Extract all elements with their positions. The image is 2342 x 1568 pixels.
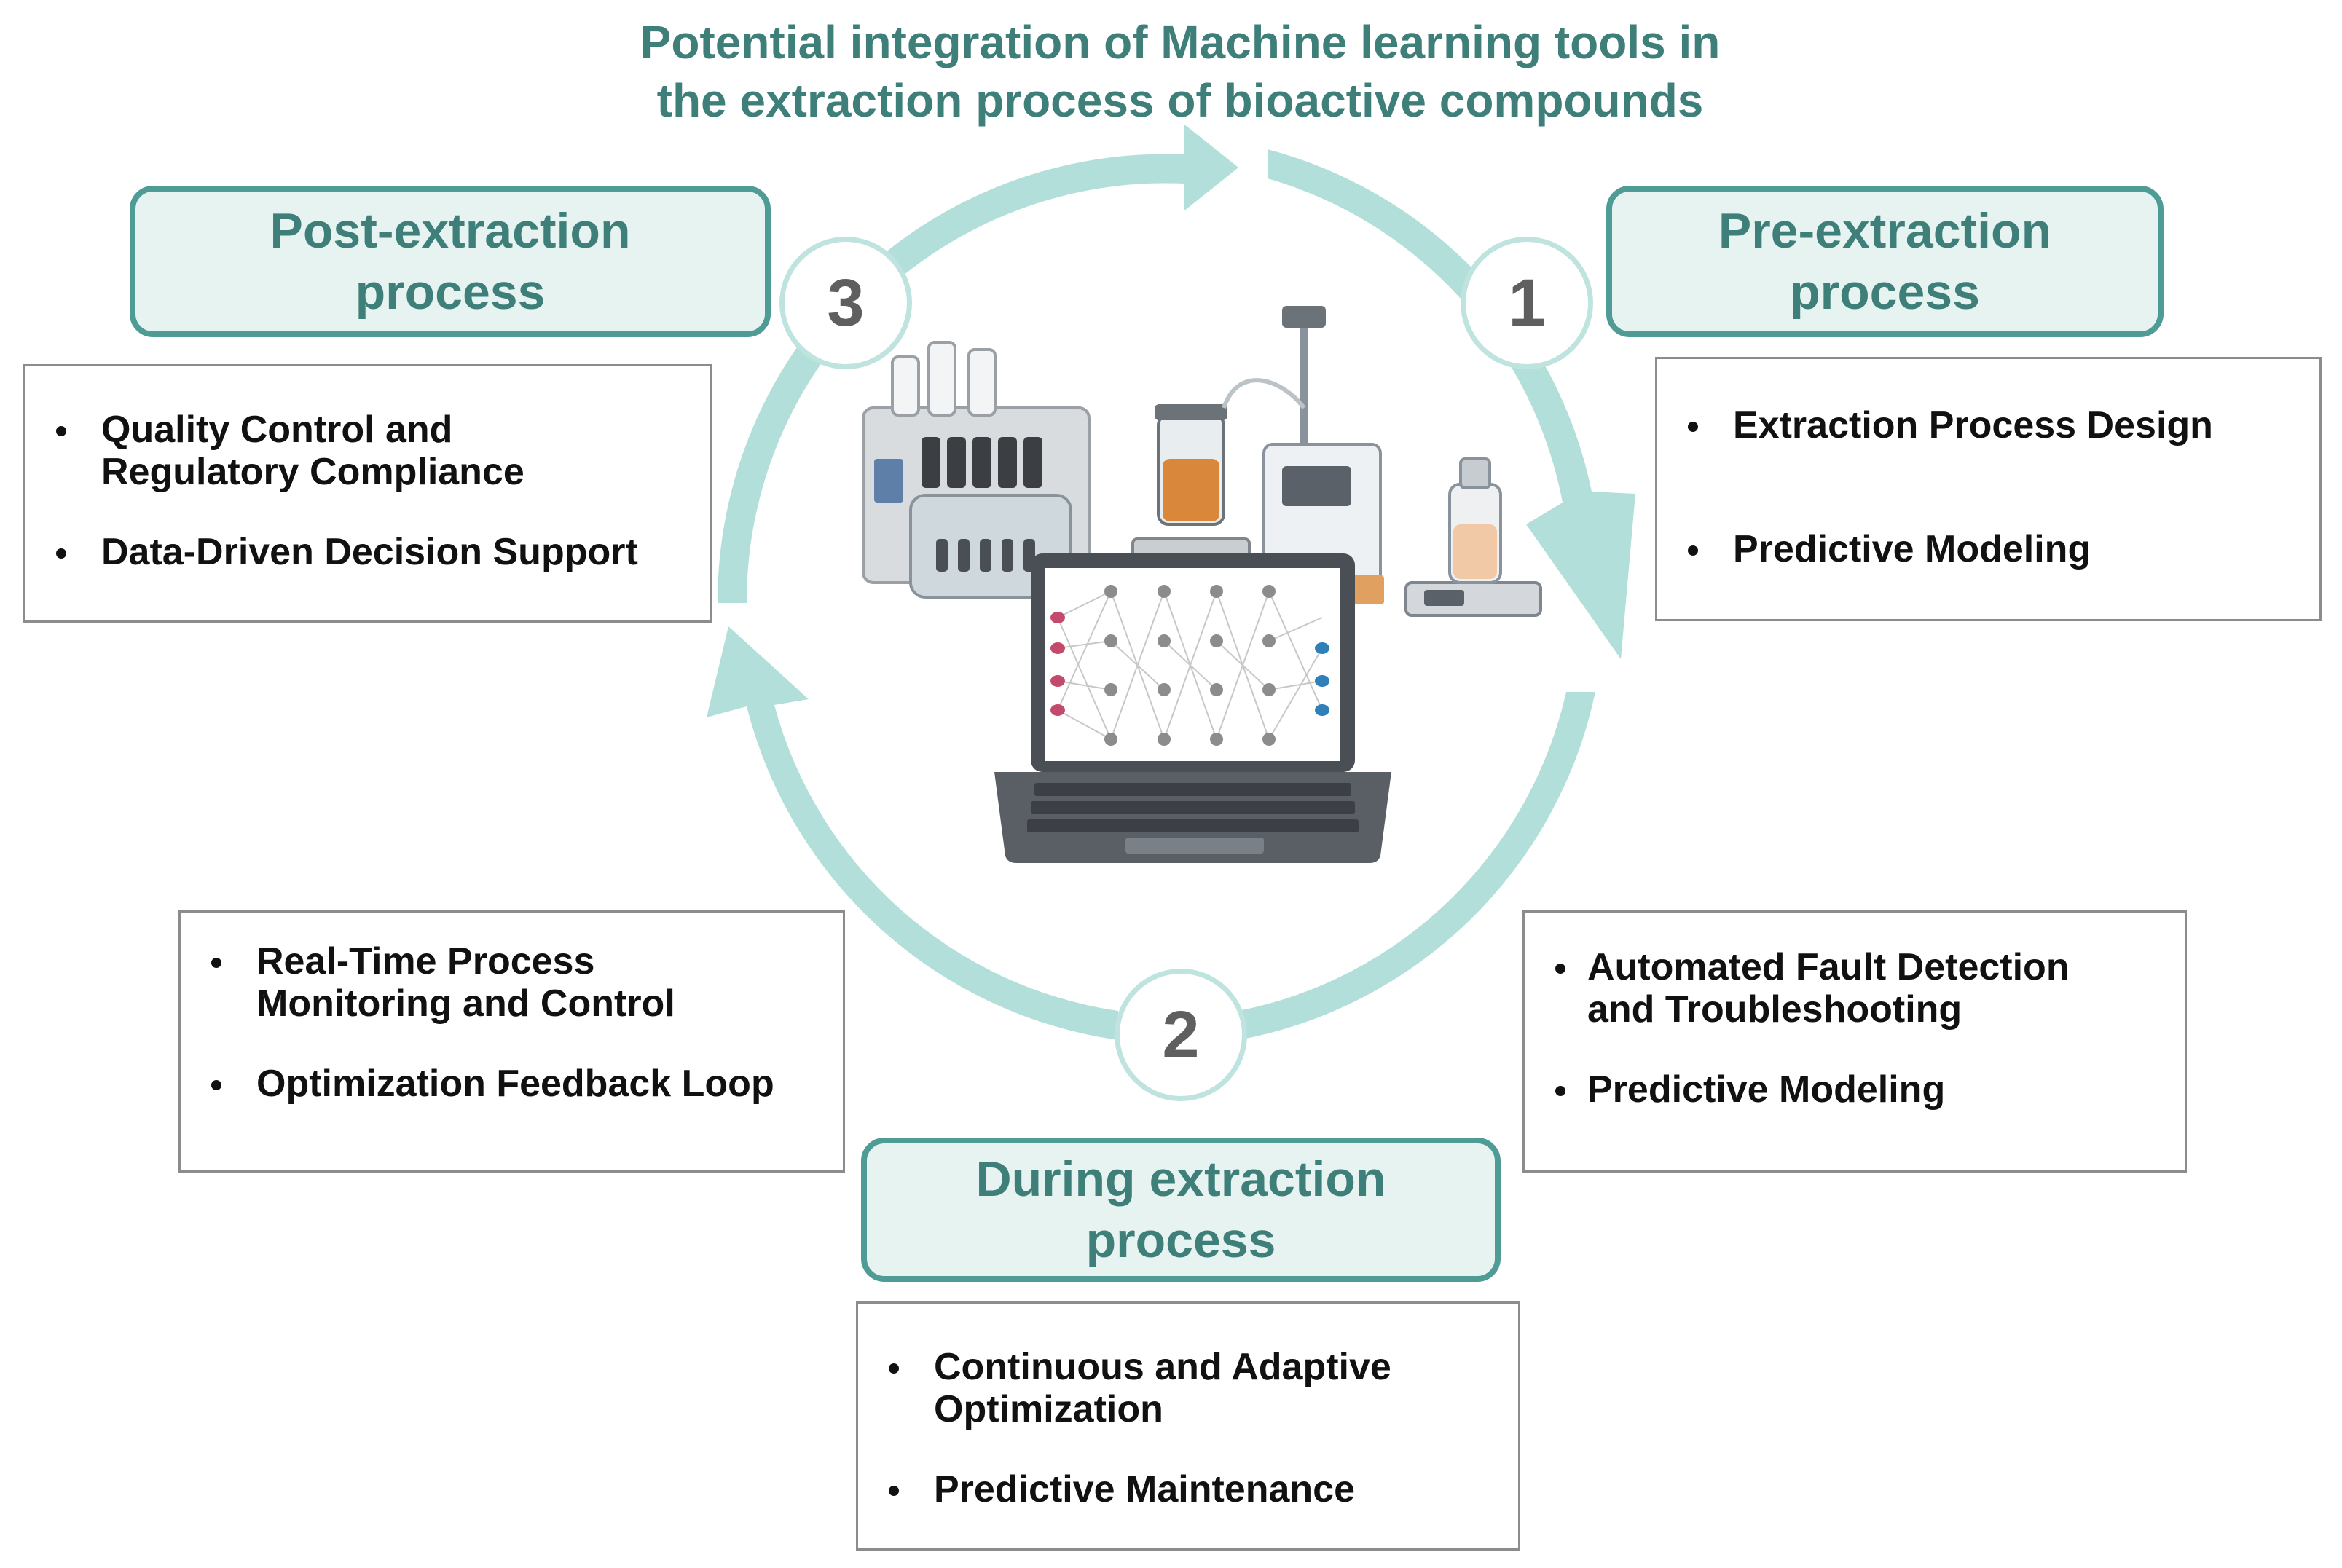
post-extraction-items-box: Quality Control and Regulatory Complianc…: [23, 364, 712, 623]
fault-detection-item: Automated Fault Detection and Troublesho…: [1525, 946, 2185, 1031]
phase-label-pre-extraction-text: Pre-extraction process: [1718, 203, 2052, 320]
monitoring-item: Real-Time Process Monitoring and Control: [181, 940, 843, 1025]
monitoring-item: Optimization Feedback Loop: [181, 1063, 843, 1105]
diagram-title: Potential integration of Machine learnin…: [640, 16, 1721, 127]
cycle-arrow-segment-3: [707, 626, 1118, 1040]
pre-extraction-item: Predictive Modeling: [1657, 528, 2319, 570]
pre-extraction-items-box: Extraction Process Design Predictive Mod…: [1655, 357, 2322, 621]
cycle-arrow-segment-1: [1268, 149, 1635, 659]
phase-label-during-extraction: During extraction process: [861, 1138, 1501, 1282]
during-extraction-item: Continuous and Adaptive Optimization: [858, 1346, 1518, 1430]
during-extraction-item: Predictive Maintenance: [858, 1468, 1518, 1510]
post-extraction-item: Quality Control and Regulatory Complianc…: [25, 409, 710, 493]
step-badge-3: 3: [779, 237, 912, 369]
pre-extraction-item: Extraction Process Design: [1657, 404, 2319, 446]
fault-detection-item: Predictive Modeling: [1525, 1068, 2185, 1111]
phase-label-post-extraction-text: Post-extraction process: [270, 203, 631, 320]
cycle-ring: [707, 124, 1635, 1040]
step-badge-2: 2: [1115, 969, 1247, 1101]
laptop-neural-network-icon: [994, 553, 1391, 863]
phase-label-pre-extraction: Pre-extraction process: [1606, 186, 2164, 337]
phase-label-during-extraction-text: During extraction process: [975, 1151, 1386, 1268]
during-extraction-left-box: Real-Time Process Monitoring and Control…: [178, 910, 845, 1173]
during-extraction-right-box: Automated Fault Detection and Troublesho…: [1522, 910, 2187, 1173]
lab-equipment-icon: [862, 306, 1542, 617]
step-badge-1: 1: [1461, 237, 1593, 369]
phase-label-post-extraction: Post-extraction process: [130, 186, 771, 337]
during-extraction-items-box: Continuous and Adaptive Optimization Pre…: [856, 1301, 1520, 1551]
cycle-arrow-segment-2: [1238, 692, 1595, 1040]
cycle-arrow-segment-4: [717, 124, 1238, 603]
post-extraction-item: Data-Driven Decision Support: [25, 531, 710, 573]
